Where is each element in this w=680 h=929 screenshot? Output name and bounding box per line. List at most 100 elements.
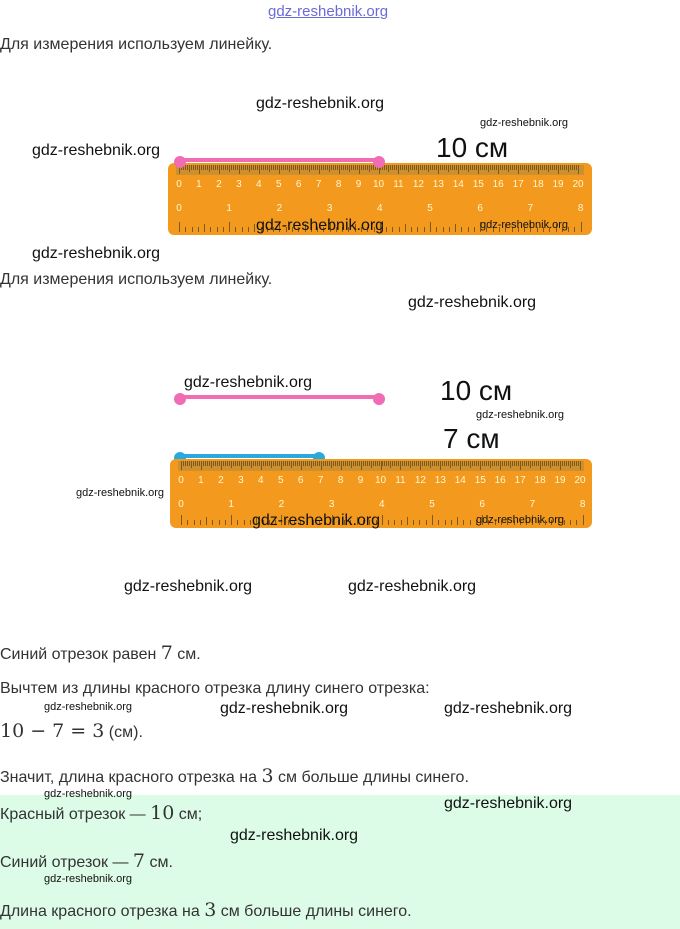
- ruler-tick: [424, 165, 426, 170]
- ruler-tick: [338, 461, 340, 466]
- ruler-inch-label: 0: [176, 203, 182, 214]
- red-segment: [180, 395, 379, 399]
- ruler-tick: [426, 165, 428, 170]
- ruler-tick: [386, 165, 388, 170]
- ruler-tick: [194, 461, 196, 466]
- ruler-cm-label: 9: [355, 179, 362, 190]
- watermark-link[interactable]: gdz-reshebnik.org: [268, 3, 389, 20]
- ruler-tick: [518, 461, 520, 466]
- ruler-tick: [224, 520, 226, 525]
- ruler-tick: [286, 165, 288, 170]
- ruler-tick: [463, 520, 465, 525]
- ruler-tick: [354, 461, 356, 466]
- ruler-tick: [468, 461, 470, 466]
- ruler-tick: [530, 222, 532, 232]
- ruler-tick: [580, 461, 581, 470]
- ruler-tick: [354, 165, 356, 170]
- ruler-tick: [396, 165, 398, 170]
- ruler-tick: [300, 520, 302, 525]
- ruler-tick: [508, 165, 510, 172]
- ruler-cm-label: 18: [532, 179, 544, 190]
- ruler-tick: [556, 461, 558, 466]
- ruler-tick: [474, 461, 476, 466]
- ruler-tick: [272, 461, 274, 466]
- ruler-tick: [231, 515, 233, 525]
- ruler-tick: [501, 520, 503, 525]
- ruler-cm-label: 5: [275, 179, 282, 190]
- ruler-tick: [372, 461, 374, 466]
- ruler-inch-label: 2: [278, 499, 285, 510]
- ruler-tick: [470, 461, 472, 468]
- ruler-tick: [374, 165, 376, 170]
- ruler-tick: [472, 461, 474, 466]
- ruler-tick: [408, 165, 410, 172]
- ruler-tick: [469, 520, 471, 525]
- ruler-tick: [232, 461, 234, 466]
- ruler-tick: [414, 461, 416, 466]
- ruler-tick: [400, 520, 402, 525]
- ruler-tick: [520, 461, 522, 470]
- ruler-tick: [230, 165, 232, 170]
- answer-box: [0, 795, 680, 929]
- ruler-tick: [314, 461, 316, 466]
- ruler-tick: [519, 520, 521, 525]
- ruler-tick: [237, 520, 239, 525]
- ruler-tick: [358, 461, 360, 466]
- watermark: gdz-reshebnik.org: [124, 578, 253, 595]
- ruler-tick: [564, 461, 566, 466]
- ruler-tick: [234, 461, 236, 466]
- ruler-tick: [275, 520, 277, 525]
- ruler-tick: [561, 227, 563, 232]
- ruler-tick: [456, 461, 458, 466]
- ruler-tick: [476, 461, 478, 466]
- ruler-tick: [322, 461, 324, 466]
- ruler-tick: [350, 520, 352, 525]
- ruler-cm-label: 0: [178, 475, 184, 486]
- ruler-tick: [498, 165, 500, 174]
- ruler-tick: [198, 461, 200, 466]
- ruler-tick: [554, 165, 556, 170]
- ruler-tick: [236, 461, 238, 466]
- ruler-tick: [556, 165, 558, 170]
- ruler-tick: [578, 461, 579, 466]
- ruler-tick: [550, 165, 552, 170]
- answer-line: Красный отрезок — 10 см;: [0, 802, 203, 824]
- watermark: gdz-reshebnik.org: [44, 788, 133, 800]
- ruler-tick: [212, 461, 214, 466]
- ruler-tick: [206, 517, 208, 525]
- ruler-tick: [511, 227, 513, 232]
- ruler-tick: [273, 227, 275, 232]
- ruler-tick: [214, 461, 216, 466]
- ruler-tick: [342, 165, 344, 170]
- ruler-tick: [558, 461, 560, 466]
- ruler-cm-label: 13: [432, 179, 444, 190]
- ruler-tick: [208, 461, 210, 466]
- ruler-tick: [524, 461, 526, 466]
- ruler-tick: [240, 461, 242, 470]
- red-length-label: 10 см: [436, 132, 509, 163]
- ruler-tick: [400, 165, 402, 170]
- ruler-tick: [413, 520, 415, 525]
- blue-segment: [180, 454, 319, 458]
- ruler-tick: [472, 165, 474, 170]
- ruler-tick: [438, 461, 440, 466]
- ruler-tick: [300, 461, 302, 470]
- ruler-tick: [526, 461, 528, 466]
- ruler-cm-label: 1: [196, 179, 202, 190]
- ruler-tick: [298, 165, 300, 174]
- ruler-tick: [276, 461, 278, 466]
- ruler-tick: [360, 461, 362, 470]
- ruler-tick: [555, 224, 557, 232]
- ruler-tick: [540, 165, 542, 170]
- ruler-tick: [542, 227, 544, 232]
- ruler-tick: [318, 165, 320, 174]
- ruler-tick: [418, 165, 420, 174]
- ruler-tick: [516, 461, 518, 466]
- ruler-tick: [492, 461, 494, 466]
- ruler-cm-label: 2: [218, 475, 224, 486]
- ruler-tick: [442, 461, 444, 466]
- ruler-tick: [536, 461, 538, 466]
- ruler-tick: [552, 165, 554, 170]
- ruler-tick: [464, 165, 466, 170]
